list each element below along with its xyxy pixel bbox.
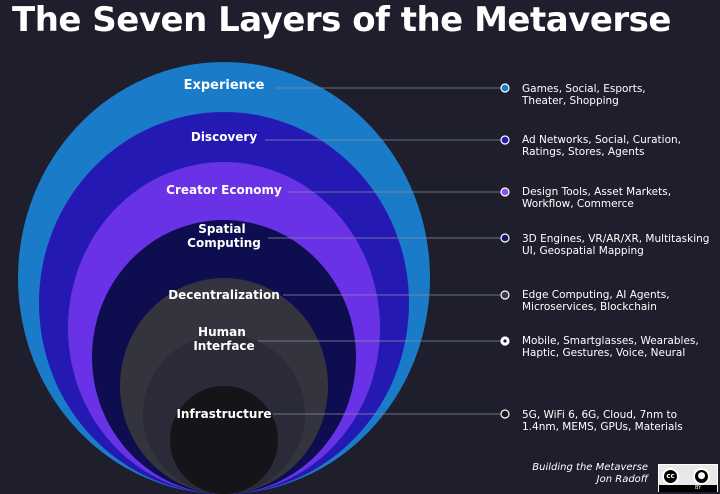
layer-description-spatial-computing: 3D Engines, VR/AR/XR, Multitasking UI, G… [522, 233, 710, 257]
layer-label-human-interface-line: Interface [193, 339, 254, 353]
layer-description-infrastructure: 5G, WiFi 6, 6G, Cloud, 7nm to 1.4nm, MEM… [522, 409, 683, 433]
attribution-person-icon: ● [693, 468, 710, 485]
layer-label-spatial-computing: Spatial Computing [187, 222, 261, 250]
credit-book-title: Building the Metaverse [532, 462, 648, 473]
creative-commons-icon: cc ● BY [658, 464, 718, 492]
layer-label-creator-economy: Creator Economy [166, 183, 282, 197]
credit: Building the Metaverse Jon Radoff [500, 462, 648, 486]
layer-description-human-interface: Mobile, Smartglasses, Wearables, Haptic,… [522, 335, 699, 359]
layer-description-discovery: Ad Networks, Social, Curation, Ratings, … [522, 134, 681, 158]
layer-marker-dot [500, 290, 510, 300]
cc-circle: cc [662, 468, 679, 485]
layer-marker-dot [500, 83, 510, 93]
credit-author: Jon Radoff [596, 474, 648, 485]
layer-label-spatial-computing-line: Computing [187, 236, 261, 250]
license-badge-bar [659, 485, 717, 492]
layer-marker-dot [500, 187, 510, 197]
license-by-text: BY [695, 485, 702, 491]
layer-label-discovery: Discovery [191, 130, 257, 144]
layer-description-creator-economy: Design Tools, Asset Markets, Workflow, C… [522, 186, 672, 210]
page-title: The Seven Layers of the Metaverse [12, 0, 671, 40]
layer-label-decentralization: Decentralization [168, 288, 280, 302]
layer-description-decentralization: Edge Computing, AI Agents, Microservices… [522, 289, 670, 313]
layer-marker-dot [500, 409, 510, 419]
layer-description-experience: Games, Social, Esports, Theater, Shoppin… [522, 83, 646, 107]
layer-label-experience: Experience [184, 78, 265, 93]
layer-label-infrastructure: Infrastructure [176, 407, 271, 421]
human-interface-marker-center [503, 339, 507, 343]
layer-label-spatial-computing-line: Spatial [198, 222, 245, 236]
layer-marker-dot [500, 233, 510, 243]
layer-label-human-interface: Human Interface [193, 325, 254, 353]
layer-marker-dot [500, 135, 510, 145]
layer-label-human-interface-line: Human [198, 325, 246, 339]
layer-infrastructure-shape [170, 386, 278, 494]
